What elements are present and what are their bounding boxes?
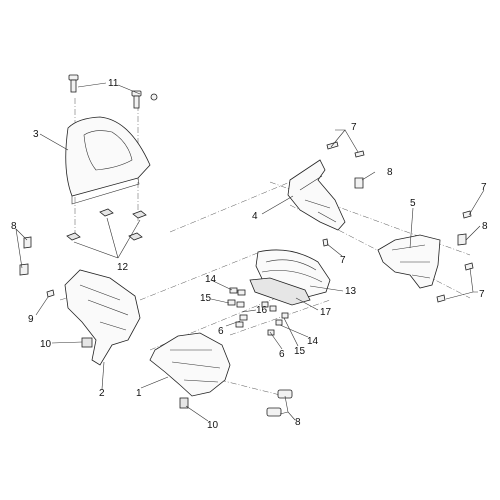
- callout-14: 14: [307, 336, 319, 347]
- screws-7-8: [19, 141, 474, 303]
- screw-11-small: [150, 93, 158, 101]
- callout-8: 8: [387, 167, 393, 178]
- part-10-block-bottom: [179, 397, 189, 409]
- callout-6: 6: [218, 326, 224, 337]
- part-4-bracket: [287, 159, 346, 231]
- callout-4: 4: [252, 211, 258, 222]
- callout-16: 16: [256, 305, 268, 316]
- callout-6: 6: [279, 349, 285, 360]
- callout-10: 10: [40, 339, 52, 350]
- screw-11-left: [68, 74, 79, 93]
- callout-11: 11: [108, 78, 119, 89]
- screw-11-right: [131, 90, 142, 109]
- callout-8: 8: [295, 417, 301, 428]
- callout-7: 7: [351, 122, 357, 133]
- callout-15: 15: [200, 293, 212, 304]
- callout-9: 9: [28, 314, 34, 325]
- leader-lines: [15, 82, 485, 422]
- callout-2: 2: [99, 388, 105, 399]
- callout-8: 8: [11, 221, 17, 232]
- part-17-display: [249, 277, 311, 306]
- part-3-windscreen: [65, 116, 151, 205]
- callout-7: 7: [479, 289, 485, 300]
- callout-15: 15: [294, 346, 306, 357]
- callout-14: 14: [205, 274, 217, 285]
- grommets-8: [266, 389, 293, 417]
- callout-5: 5: [410, 198, 416, 209]
- part-10-block-left: [81, 337, 93, 348]
- callout-10: 10: [207, 420, 219, 431]
- part-2-left-housing: [64, 269, 141, 366]
- clips-12: [66, 208, 147, 241]
- callout-7: 7: [340, 255, 346, 266]
- callout-labels: 11 3 7 8 4 5 7 8 7 7 8 12 14 15 16 13 17…: [11, 78, 488, 431]
- callout-7: 7: [481, 182, 487, 193]
- callout-17: 17: [320, 307, 332, 318]
- callout-1: 1: [136, 388, 142, 399]
- part-1-right-housing: [149, 332, 231, 397]
- part-5-bracket: [377, 234, 441, 289]
- callout-8: 8: [482, 221, 488, 232]
- callout-3: 3: [33, 129, 39, 140]
- callout-13: 13: [345, 286, 357, 297]
- callout-12: 12: [117, 262, 129, 273]
